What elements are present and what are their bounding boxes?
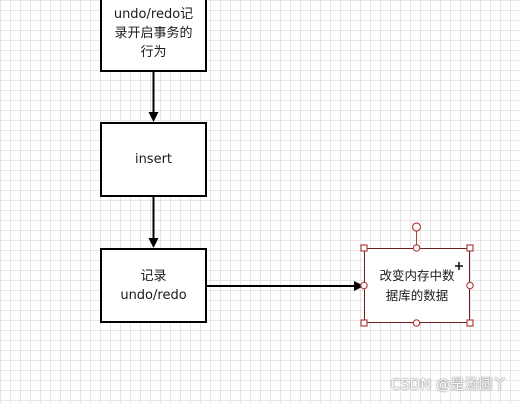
square-handle-icon[interactable]	[466, 244, 474, 252]
rotate-circle-icon[interactable]	[411, 222, 422, 232]
square-handle-icon[interactable]	[466, 319, 474, 327]
selection-handles[interactable]	[360, 222, 474, 327]
square-handle-icon[interactable]	[412, 319, 421, 327]
node-change-memory-data[interactable]: 改变内存中数 据库的数据	[364, 248, 470, 323]
square-handle-icon[interactable]	[466, 281, 474, 290]
watermark: CSDN @是汤圆丫	[390, 377, 507, 393]
square-handle-icon[interactable]	[360, 244, 368, 252]
square-handle-icon[interactable]	[360, 281, 368, 290]
node-undo-redo-transaction[interactable]: undo/redo记 录开启事务的 行为	[100, 0, 207, 72]
node-insert[interactable]: insert	[100, 122, 207, 197]
square-handle-icon[interactable]	[360, 319, 368, 327]
square-handle-icon[interactable]	[412, 244, 421, 252]
crosshair-cursor-icon	[455, 262, 463, 270]
node-record-undo-redo[interactable]: 记录 undo/redo	[100, 248, 207, 323]
